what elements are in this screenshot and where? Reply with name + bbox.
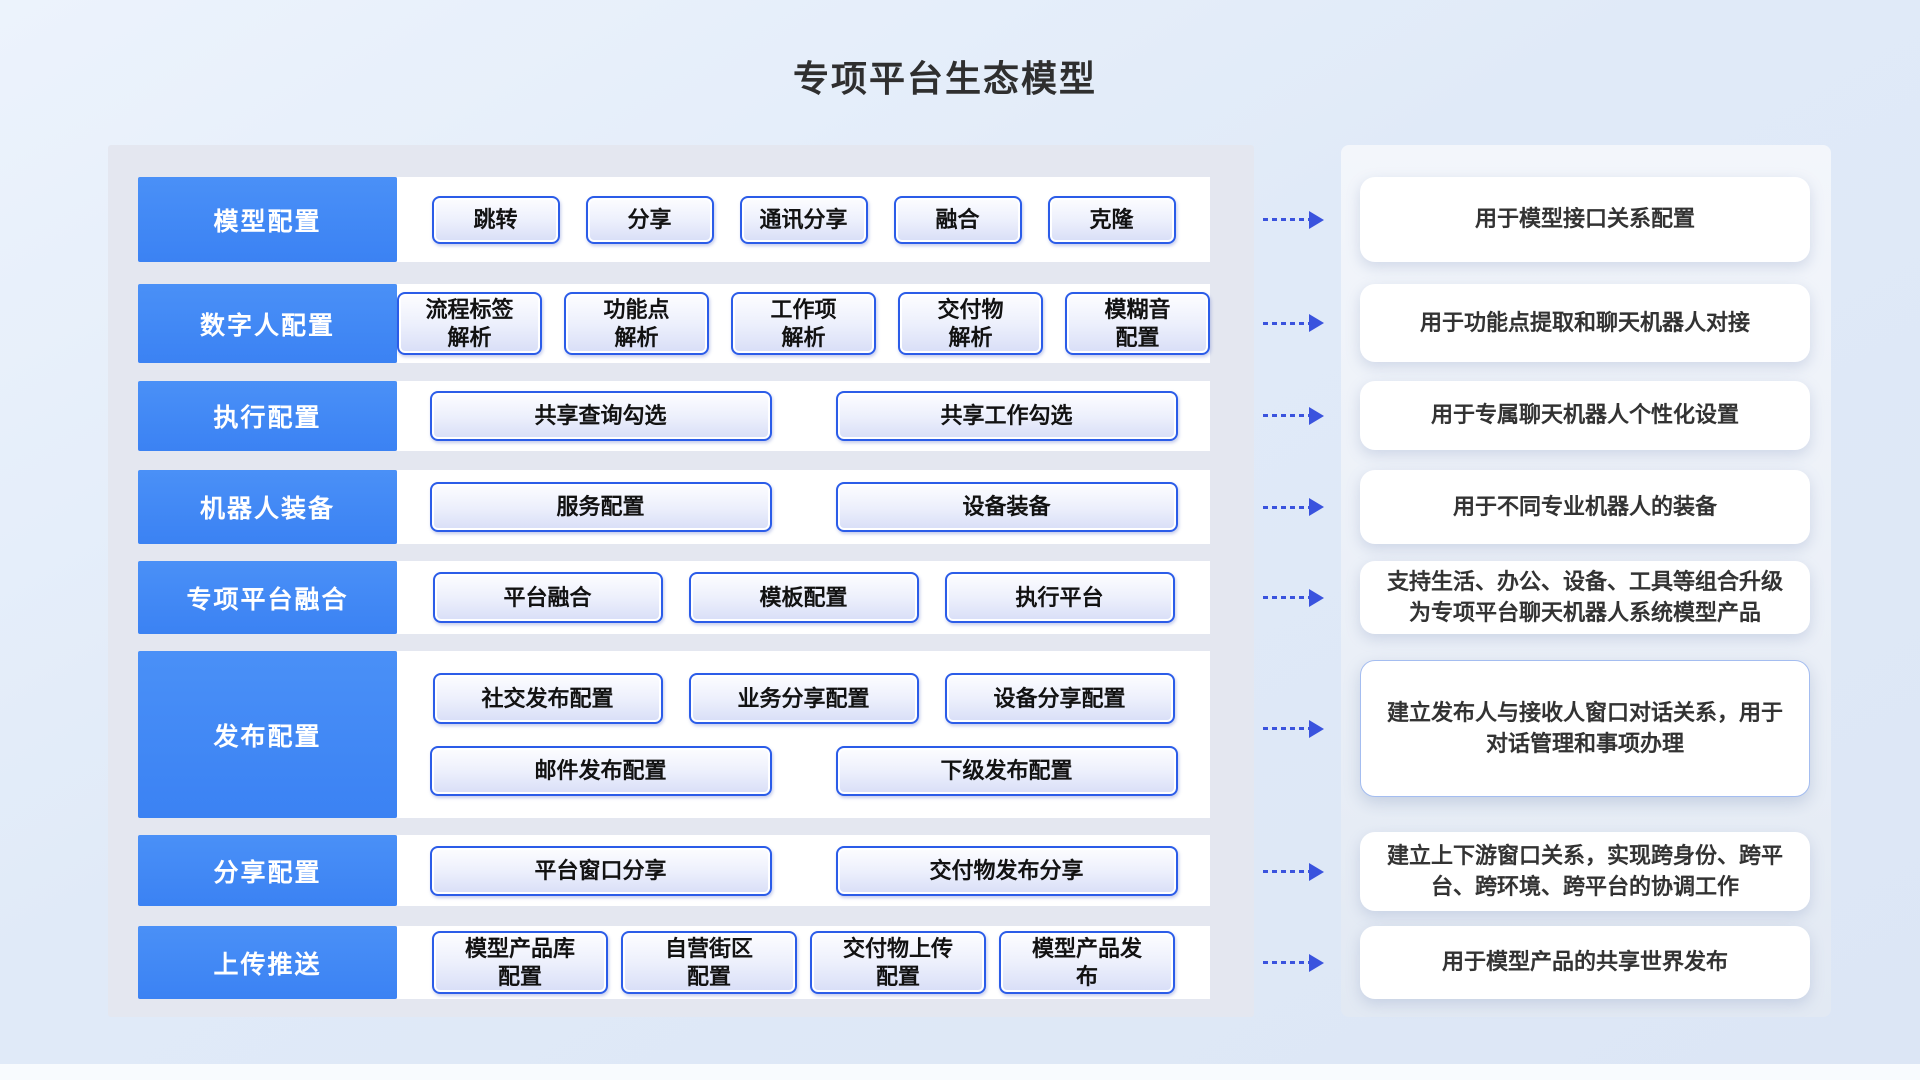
description-box-4: 用于不同专业机器人的装备: [1360, 470, 1810, 544]
node-button: 跳转: [431, 195, 560, 244]
arrow-head: [1309, 210, 1324, 229]
node-button: 共享查询勾选: [429, 391, 772, 441]
node-button: 执行平台: [944, 572, 1175, 623]
dashed-arrow-icon: [1263, 497, 1327, 517]
node-button: 分享: [585, 195, 714, 244]
arrow-dash: [1263, 218, 1309, 221]
node-button: 交付物 解析: [898, 292, 1043, 355]
dashed-arrow-icon: [1263, 862, 1327, 882]
category-label-7: 分享配置: [138, 835, 397, 906]
dashed-arrow-icon: [1263, 719, 1327, 739]
arrow-head: [1309, 862, 1324, 881]
category-label-6: 发布配置: [138, 651, 397, 818]
dashed-arrow-icon: [1263, 406, 1327, 426]
node-button: 模糊音 配置: [1065, 292, 1210, 355]
node-button: 下级发布配置: [835, 746, 1178, 796]
node-button: 模型产品发 布: [999, 931, 1175, 994]
node-button: 工作项 解析: [731, 292, 876, 355]
node-button: 社交发布配置: [432, 673, 663, 724]
arrow-dash: [1263, 596, 1309, 599]
arrow-dash: [1263, 321, 1309, 325]
row-body-2: 流程标签 解析功能点 解析工作项 解析交付物 解析模糊音 配置: [397, 284, 1210, 363]
arrow-dash: [1263, 505, 1309, 509]
node-button: 设备分享配置: [944, 673, 1175, 724]
button-line: 跳转分享通讯分享融合克隆: [397, 195, 1210, 244]
diagram-title: 专项平台生态模型: [792, 58, 1097, 99]
category-label-5: 专项平台融合: [138, 561, 397, 634]
node-button: 自营街区 配置: [621, 931, 797, 994]
category-label-1: 模型配置: [138, 177, 397, 262]
row-body-7: 平台窗口分享 交付物发布分享: [397, 835, 1210, 906]
row-body-5: 平台融合模板配置执行平台: [397, 561, 1210, 634]
node-button: 邮件发布配置: [429, 746, 772, 796]
description-box-2: 用于功能点提取和聊天机器人对接: [1360, 284, 1810, 362]
arrow-head: [1309, 498, 1324, 516]
arrow-head: [1309, 314, 1324, 332]
category-label-8: 上传推送: [138, 926, 397, 999]
node-button: 融合: [893, 195, 1022, 244]
arrow-head: [1309, 953, 1324, 972]
dashed-arrow-icon: [1263, 313, 1327, 333]
arrow-head: [1309, 588, 1324, 607]
button-line: 流程标签 解析功能点 解析工作项 解析交付物 解析模糊音 配置: [397, 292, 1210, 355]
arrow-dash: [1263, 727, 1309, 730]
dashed-arrow-icon: [1263, 210, 1327, 230]
node-button: 设备装备: [835, 482, 1178, 532]
button-line: 邮件发布配置 下级发布配置: [397, 746, 1210, 796]
category-label-4: 机器人装备: [138, 470, 397, 544]
node-button: 共享工作勾选: [835, 391, 1178, 441]
node-button: 模型产品库 配置: [432, 931, 608, 994]
description-box-8: 用于模型产品的共享世界发布: [1360, 926, 1810, 999]
row-body-8: 模型产品库 配置自营街区 配置交付物上传 配置模型产品发 布: [397, 926, 1210, 999]
row-body-3: 共享查询勾选 共享工作勾选: [397, 381, 1210, 451]
row-body-6: 社交发布配置业务分享配置设备分享配置邮件发布配置 下级发布配置: [397, 651, 1210, 818]
description-box-6: 建立发布人与接收人窗口对话关系，用于对话管理和事项办理: [1360, 660, 1810, 797]
button-line: 平台窗口分享 交付物发布分享: [397, 845, 1210, 896]
node-button: 平台窗口分享: [429, 845, 772, 896]
node-button: 交付物上传 配置: [810, 931, 986, 994]
node-button: 业务分享配置: [688, 673, 919, 724]
description-box-3: 用于专属聊天机器人个性化设置: [1360, 381, 1810, 450]
arrow-head: [1309, 406, 1324, 425]
node-button: 克隆: [1047, 195, 1176, 244]
node-button: 模板配置: [688, 572, 919, 623]
dashed-arrow-icon: [1263, 588, 1327, 608]
node-button: 服务配置: [429, 482, 772, 532]
description-box-1: 用于模型接口关系配置: [1360, 177, 1810, 262]
button-line: 共享查询勾选 共享工作勾选: [397, 391, 1210, 441]
arrow-dash: [1263, 961, 1309, 964]
description-box-7: 建立上下游窗口关系，实现跨身份、跨平台、跨环境、跨平台的协调工作: [1360, 832, 1810, 911]
description-box-5: 支持生活、办公、设备、工具等组合升级为专项平台聊天机器人系统模型产品: [1360, 561, 1810, 634]
node-button: 功能点 解析: [564, 292, 709, 355]
category-label-3: 执行配置: [138, 381, 397, 451]
category-label-2: 数字人配置: [138, 284, 397, 363]
button-line: 模型产品库 配置自营街区 配置交付物上传 配置模型产品发 布: [397, 931, 1210, 994]
arrow-head: [1309, 719, 1324, 738]
row-body-4: 服务配置 设备装备: [397, 470, 1210, 544]
arrow-dash: [1263, 870, 1309, 873]
button-line: 社交发布配置业务分享配置设备分享配置: [397, 673, 1210, 724]
row-body-1: 跳转分享通讯分享融合克隆: [397, 177, 1210, 262]
dashed-arrow-icon: [1263, 953, 1327, 973]
bottom-strip: [0, 1064, 1920, 1080]
node-button: 交付物发布分享: [835, 845, 1178, 896]
node-button: 平台融合: [432, 572, 663, 623]
node-button: 通讯分享: [739, 195, 868, 244]
button-line: 服务配置 设备装备: [397, 482, 1210, 532]
arrow-dash: [1263, 414, 1309, 417]
node-button: 流程标签 解析: [397, 292, 542, 355]
button-line: 平台融合模板配置执行平台: [397, 572, 1210, 623]
